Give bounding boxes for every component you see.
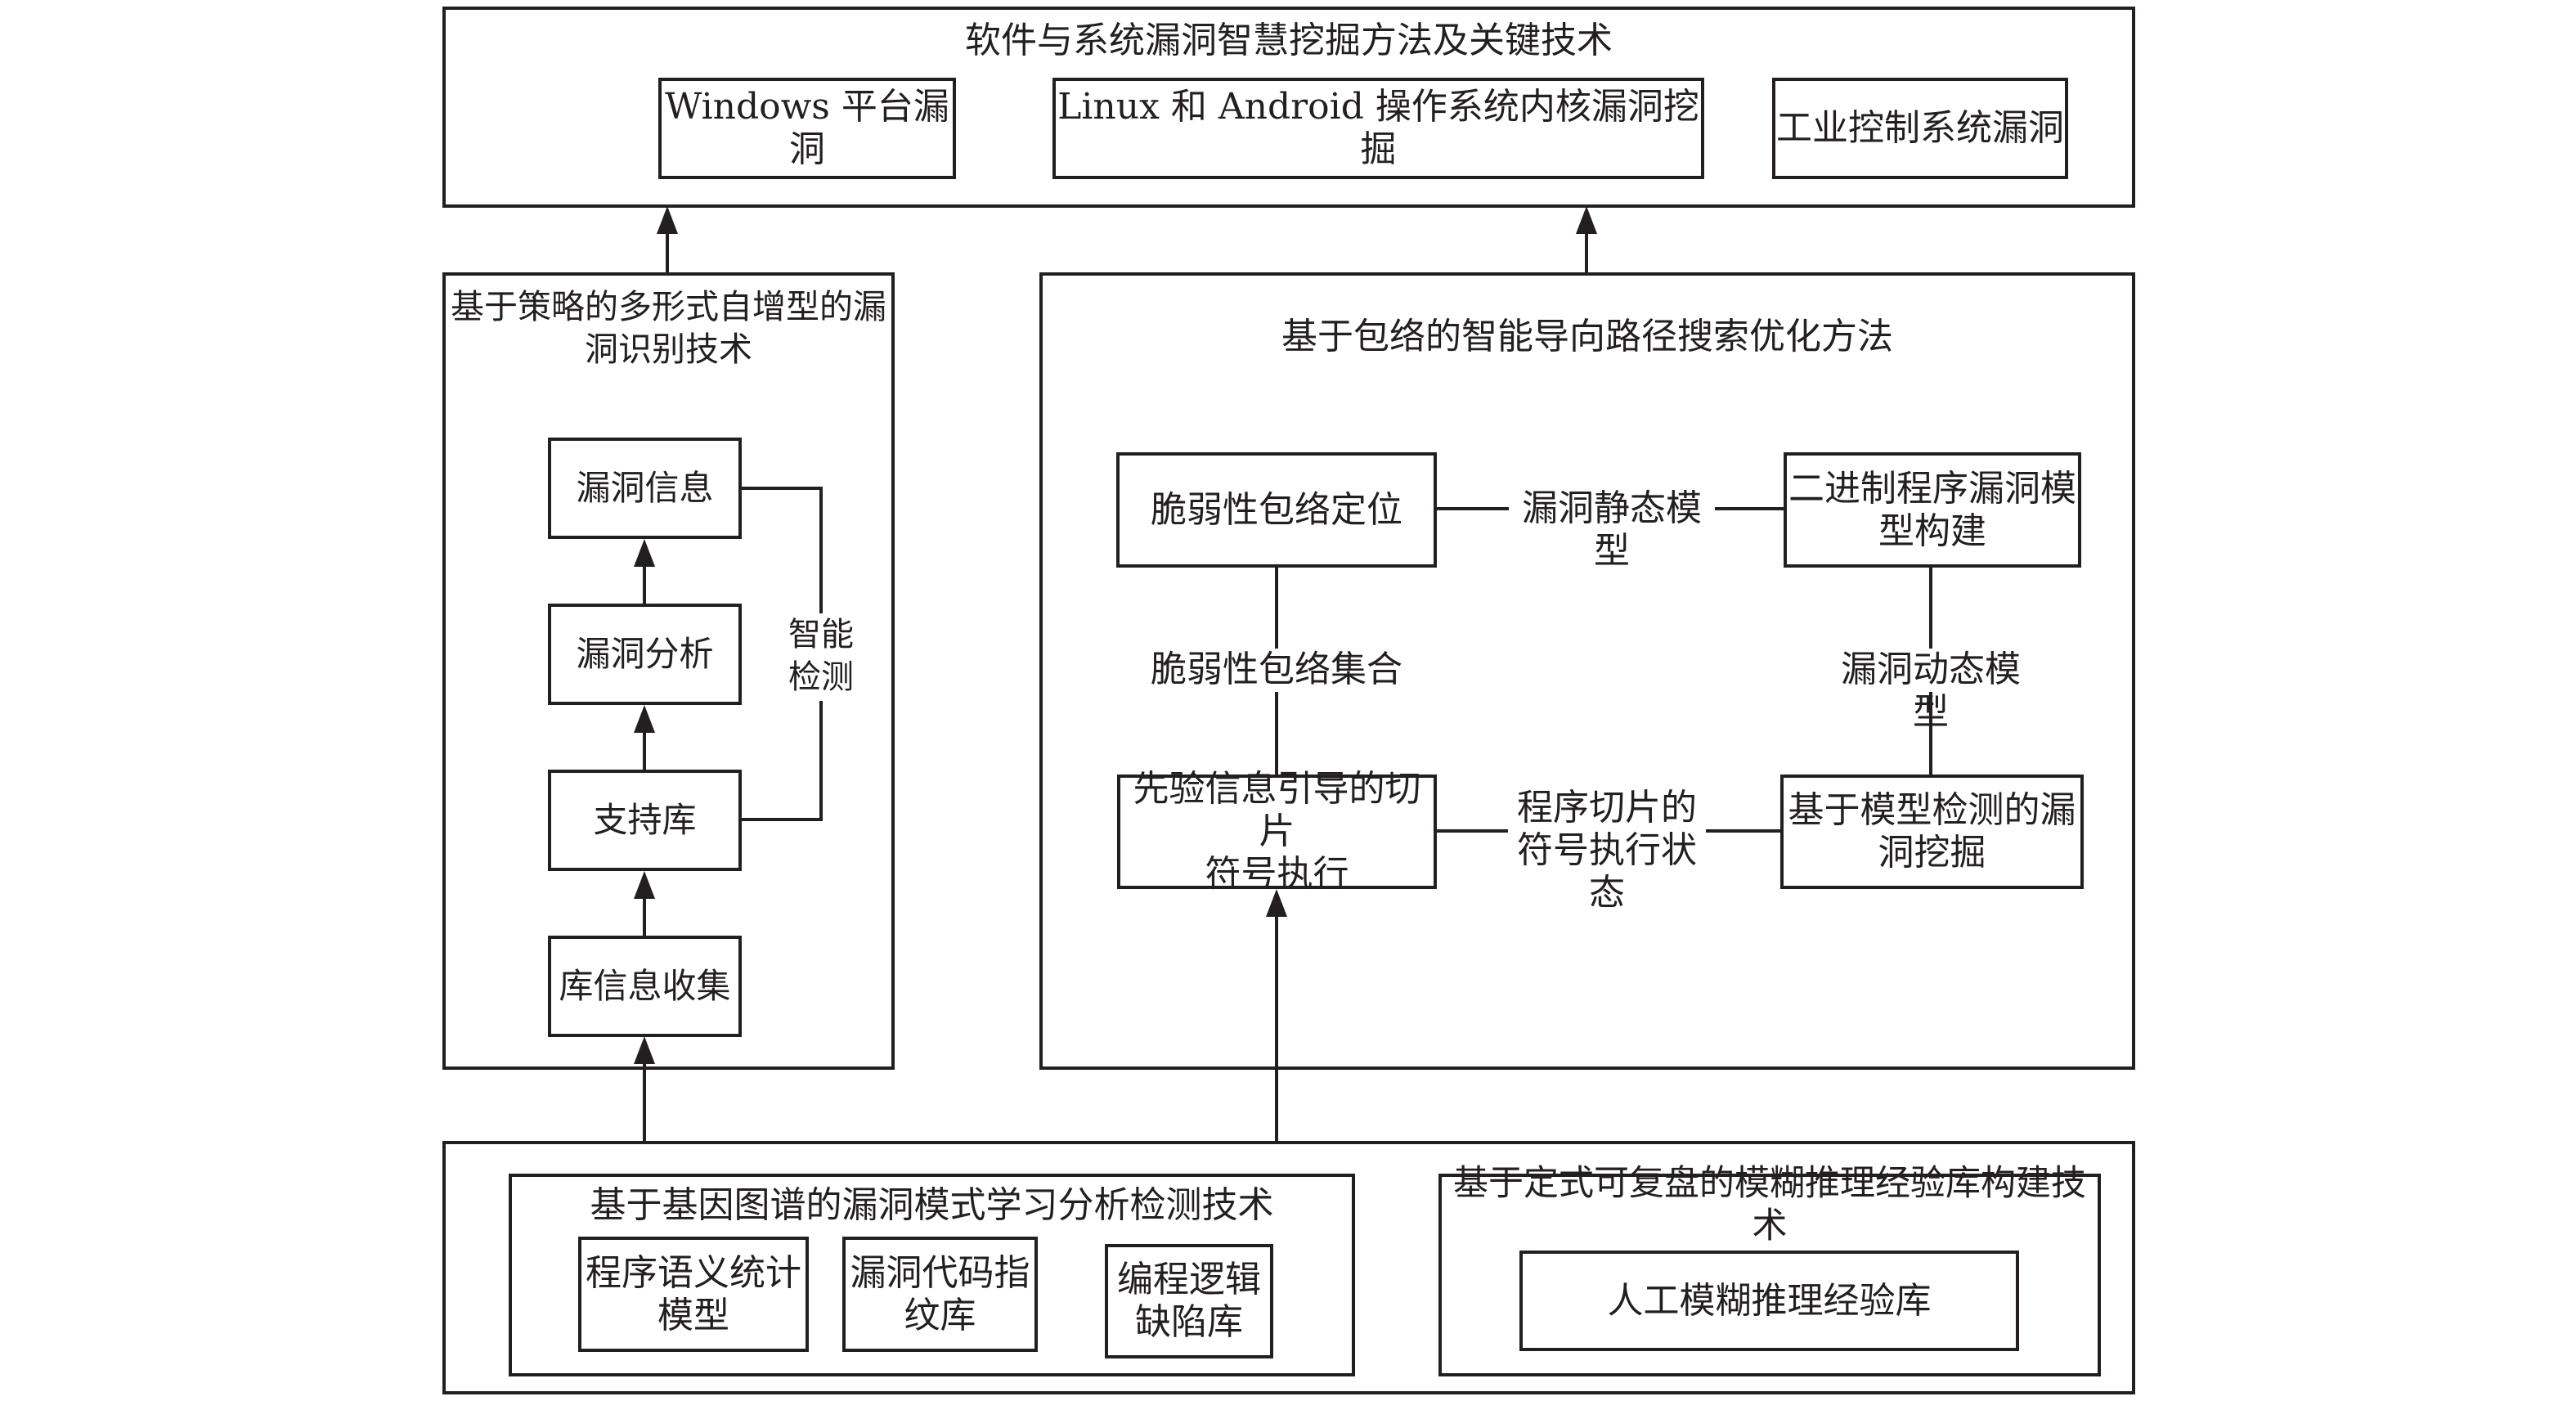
step-lib-collect-box [548,936,742,1037]
arrow-right-to-top-shaft [1585,229,1588,273]
node-slice-symexec-box [1117,775,1437,889]
detect-bracket-bottom [742,818,823,821]
arrow-left-to-top-head [657,206,678,234]
step-vuln-info-box [548,438,742,539]
right-section-box [1039,272,2135,1070]
arrow-collect-to-support-shaft [643,893,646,936]
detect-bracket-upper [819,487,823,613]
code-fingerprint-lib-label: 漏洞代码指 纹库 [850,1251,1030,1336]
step-support-lib-label: 支持库 [593,800,697,840]
arrow-support-to-analysis-head [634,705,655,733]
arrow-left-to-top-shaft [666,229,669,273]
top-goal-title: 软件与系统漏洞智慧挖掘方法及关键技术 [965,20,1613,61]
edge-envelope-set-label: 脆弱性包络集合 [1149,649,1404,692]
step-vuln-analysis-label: 漏洞分析 [576,634,714,674]
node-slice-symexec-label: 先验信息引导的切片 符号执行 [1133,768,1421,895]
target-windows-box [658,78,956,179]
step-vuln-analysis-box [548,604,742,705]
arrow-collect-to-support-head [634,871,655,899]
edge-symexec-state-label: 程序切片的 符号执行状态 [1508,787,1706,914]
fuzzy-experience-lib-label: 人工模糊推理经验库 [1607,1279,1932,1322]
node-binary-model-label: 二进制程序漏洞模 型构建 [1788,467,2076,552]
logic-defect-lib-label: 编程逻辑 缺陷库 [1117,1259,1261,1343]
right-section-title: 基于包络的智能导向路径搜索优化方法 [1281,316,1893,357]
arrow-bottom-to-left-head [634,1036,655,1064]
node-binary-model-box [1784,452,2081,568]
step-vuln-info-label: 漏洞信息 [576,468,714,508]
top-goal-box [442,7,2135,208]
node-envelope-locate-label: 脆弱性包络定位 [1151,488,1402,531]
arrow-support-to-analysis-shaft [643,727,646,770]
target-linux-android-label: Linux 和 Android 操作系统内核漏洞挖掘 [1057,86,1699,170]
bottom-section-box [442,1141,2135,1394]
detect-bracket-top [742,487,823,490]
fuzzy-tech-box [1438,1174,2101,1376]
arrow-bottom-to-left-shaft [643,1057,646,1143]
arrow-bottom-to-right-shaft [1275,911,1278,1143]
left-section-box [442,272,895,1070]
edge-static-model-label: 漏洞静态模型 [1509,487,1715,572]
node-envelope-locate-box [1116,452,1437,568]
detect-bracket-lower [819,701,823,821]
node-model-check-label: 基于模型检测的漏 洞挖掘 [1788,789,2076,873]
arrow-right-to-top-head [1576,206,1597,234]
fuzzy-tech-title: 基于定式可复盘的模糊推理经验库构建技术 [1453,1163,2086,1246]
target-ics-label: 工业控制系统漏洞 [1776,107,2064,149]
arrow-analysis-to-info-head [634,539,655,567]
arrow-analysis-to-info-shaft [643,561,646,604]
left-section-title: 基于策略的多形式自增型的漏 洞识别技术 [451,287,886,369]
genome-tech-box [509,1174,1355,1376]
semantic-stat-model-box [578,1237,809,1352]
step-lib-collect-label: 库信息收集 [559,966,731,1006]
node-model-check-box [1780,775,2084,889]
fuzzy-experience-lib-box [1519,1251,2019,1351]
step-support-lib-box [548,770,742,871]
target-ics-box [1772,78,2068,179]
genome-tech-title: 基于基因图谱的漏洞模式学习分析检测技术 [590,1184,1274,1226]
logic-defect-lib-box [1105,1244,1273,1358]
target-windows-label: Windows 平台漏洞 [665,86,949,170]
semantic-stat-model-label: 程序语义统计 模型 [586,1251,801,1336]
edge-dynamic-model-label: 漏洞动态模型 [1824,649,2038,733]
arrow-bottom-to-right-head [1266,889,1287,917]
target-linux-android-box [1052,78,1704,179]
detect-label: 智能 检测 [783,613,859,700]
code-fingerprint-lib-box [842,1237,1038,1352]
